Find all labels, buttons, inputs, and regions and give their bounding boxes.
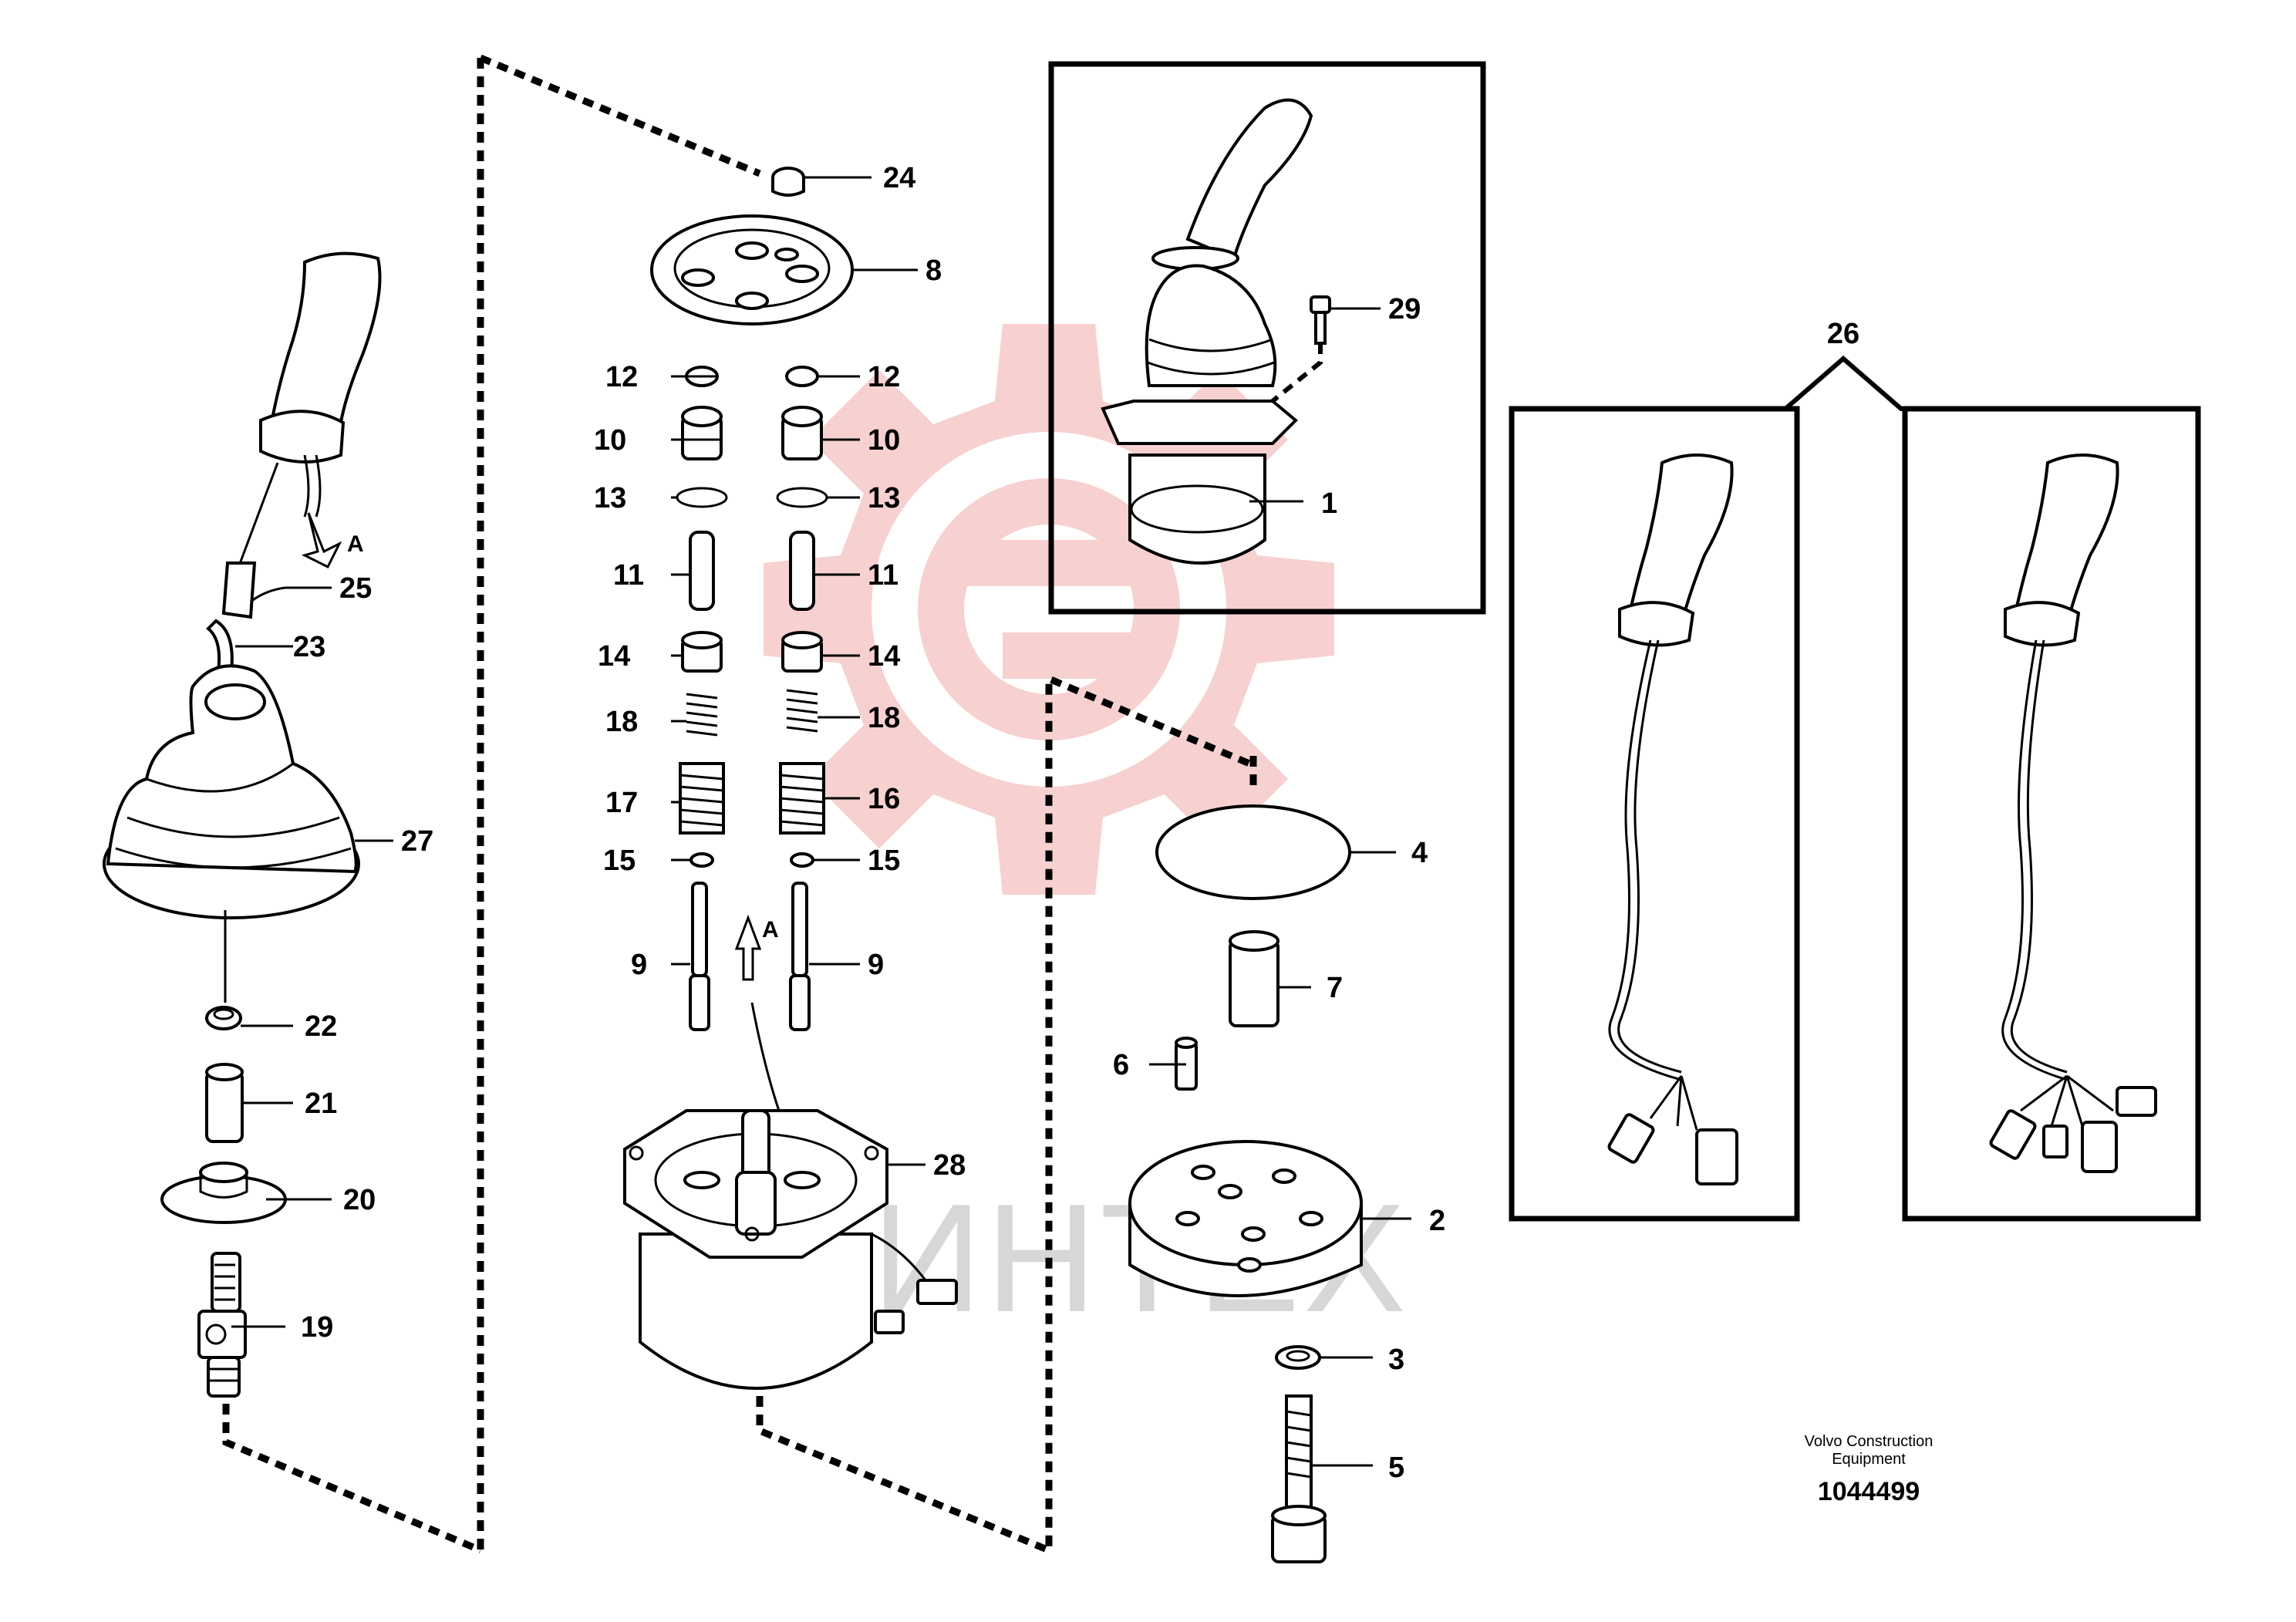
callout-28: 28 xyxy=(933,1149,966,1182)
callout-15-left: 15 xyxy=(603,845,636,877)
callout-29: 29 xyxy=(1388,293,1421,325)
view-marker-a-centre: A xyxy=(734,914,779,981)
detail-frame-26a xyxy=(1509,406,1800,1222)
callout-11-right: 11 xyxy=(868,559,899,592)
part-19-universal-joint xyxy=(197,1252,247,1398)
part-4-o-ring xyxy=(1155,804,1351,900)
callout-8: 8 xyxy=(925,255,942,287)
callout-labels: 1 2 3 4 5 6 7 8 9 9 10 10 11 11 12 12 13… xyxy=(293,162,1859,1484)
callout-13-left: 13 xyxy=(594,482,626,514)
callout-10-left: 10 xyxy=(594,424,626,457)
part-2-block xyxy=(1128,1140,1363,1297)
part-21-bushing xyxy=(205,1063,244,1143)
drawing-credit: Volvo Construction Equipment 1044499 xyxy=(1805,1433,1934,1506)
callout-17: 17 xyxy=(605,787,638,819)
part-8-plate xyxy=(650,214,854,325)
callout-11-left: 11 xyxy=(613,559,644,592)
part-23-tube xyxy=(206,619,234,673)
callout-7: 7 xyxy=(1327,972,1343,1004)
detail-frame-1 xyxy=(1048,61,1486,615)
frame-26-header xyxy=(1512,356,2198,411)
svg-text:A: A xyxy=(347,531,364,557)
part-28-valve-body xyxy=(623,1002,958,1390)
callout-12-right: 12 xyxy=(868,361,900,393)
view-marker-a-left: A xyxy=(301,512,364,569)
part-handle xyxy=(259,251,382,518)
callout-14-left: 14 xyxy=(598,640,630,673)
callout-26: 26 xyxy=(1827,318,1859,350)
part-26-handle-variant-a xyxy=(1607,454,1738,1185)
credit-line-2: Equipment xyxy=(1832,1451,1906,1468)
callout-3: 3 xyxy=(1388,1344,1404,1376)
part-25-sleeve xyxy=(221,561,286,619)
callout-15-right: 15 xyxy=(868,845,900,877)
part-26-handle-variant-b xyxy=(1989,454,2157,1173)
callout-2: 2 xyxy=(1429,1205,1445,1237)
svg-text:A: A xyxy=(762,917,779,943)
callout-9-left: 9 xyxy=(631,949,647,981)
callout-19: 19 xyxy=(301,1311,333,1344)
callout-20: 20 xyxy=(343,1184,376,1216)
callout-1: 1 xyxy=(1321,487,1337,520)
callout-25: 25 xyxy=(339,572,372,605)
part-24-plug xyxy=(771,167,805,197)
callout-24: 24 xyxy=(883,162,915,194)
callout-10-right: 10 xyxy=(868,424,900,457)
callout-23: 23 xyxy=(293,631,325,663)
callout-9-right: 9 xyxy=(868,949,884,981)
credit-line-1: Volvo Construction xyxy=(1805,1433,1934,1450)
part-20-plate xyxy=(160,1162,287,1224)
callout-14-right: 14 xyxy=(868,640,900,673)
part-29-bolt xyxy=(1271,295,1331,403)
part-6-pin xyxy=(1175,1037,1198,1091)
callout-4: 4 xyxy=(1411,837,1428,869)
callout-13-right: 13 xyxy=(868,482,900,514)
part-1-lever-cover xyxy=(1101,98,1313,565)
document-number: 1044499 xyxy=(1818,1477,1920,1506)
callout-27: 27 xyxy=(401,825,433,858)
callout-21: 21 xyxy=(305,1088,337,1120)
assembly-boundary-left xyxy=(222,54,1251,1556)
leader-lines xyxy=(231,176,1411,1467)
callout-12-left: 12 xyxy=(605,361,638,393)
part-27-boot xyxy=(103,664,360,919)
callout-18-left: 18 xyxy=(605,706,638,738)
callout-6: 6 xyxy=(1113,1049,1129,1081)
callout-18-right: 18 xyxy=(868,702,900,734)
part-7-spacer xyxy=(1229,930,1279,1027)
callout-22: 22 xyxy=(305,1010,337,1043)
valve-stack-right xyxy=(776,366,828,1031)
valve-stack-left xyxy=(676,366,728,1031)
callout-16: 16 xyxy=(868,783,900,815)
part-5-bolt xyxy=(1271,1394,1327,1563)
callout-5: 5 xyxy=(1388,1452,1404,1484)
part-3-washer xyxy=(1275,1345,1321,1370)
detail-frame-26b xyxy=(1902,406,2201,1222)
part-22-ring xyxy=(205,1006,242,1030)
